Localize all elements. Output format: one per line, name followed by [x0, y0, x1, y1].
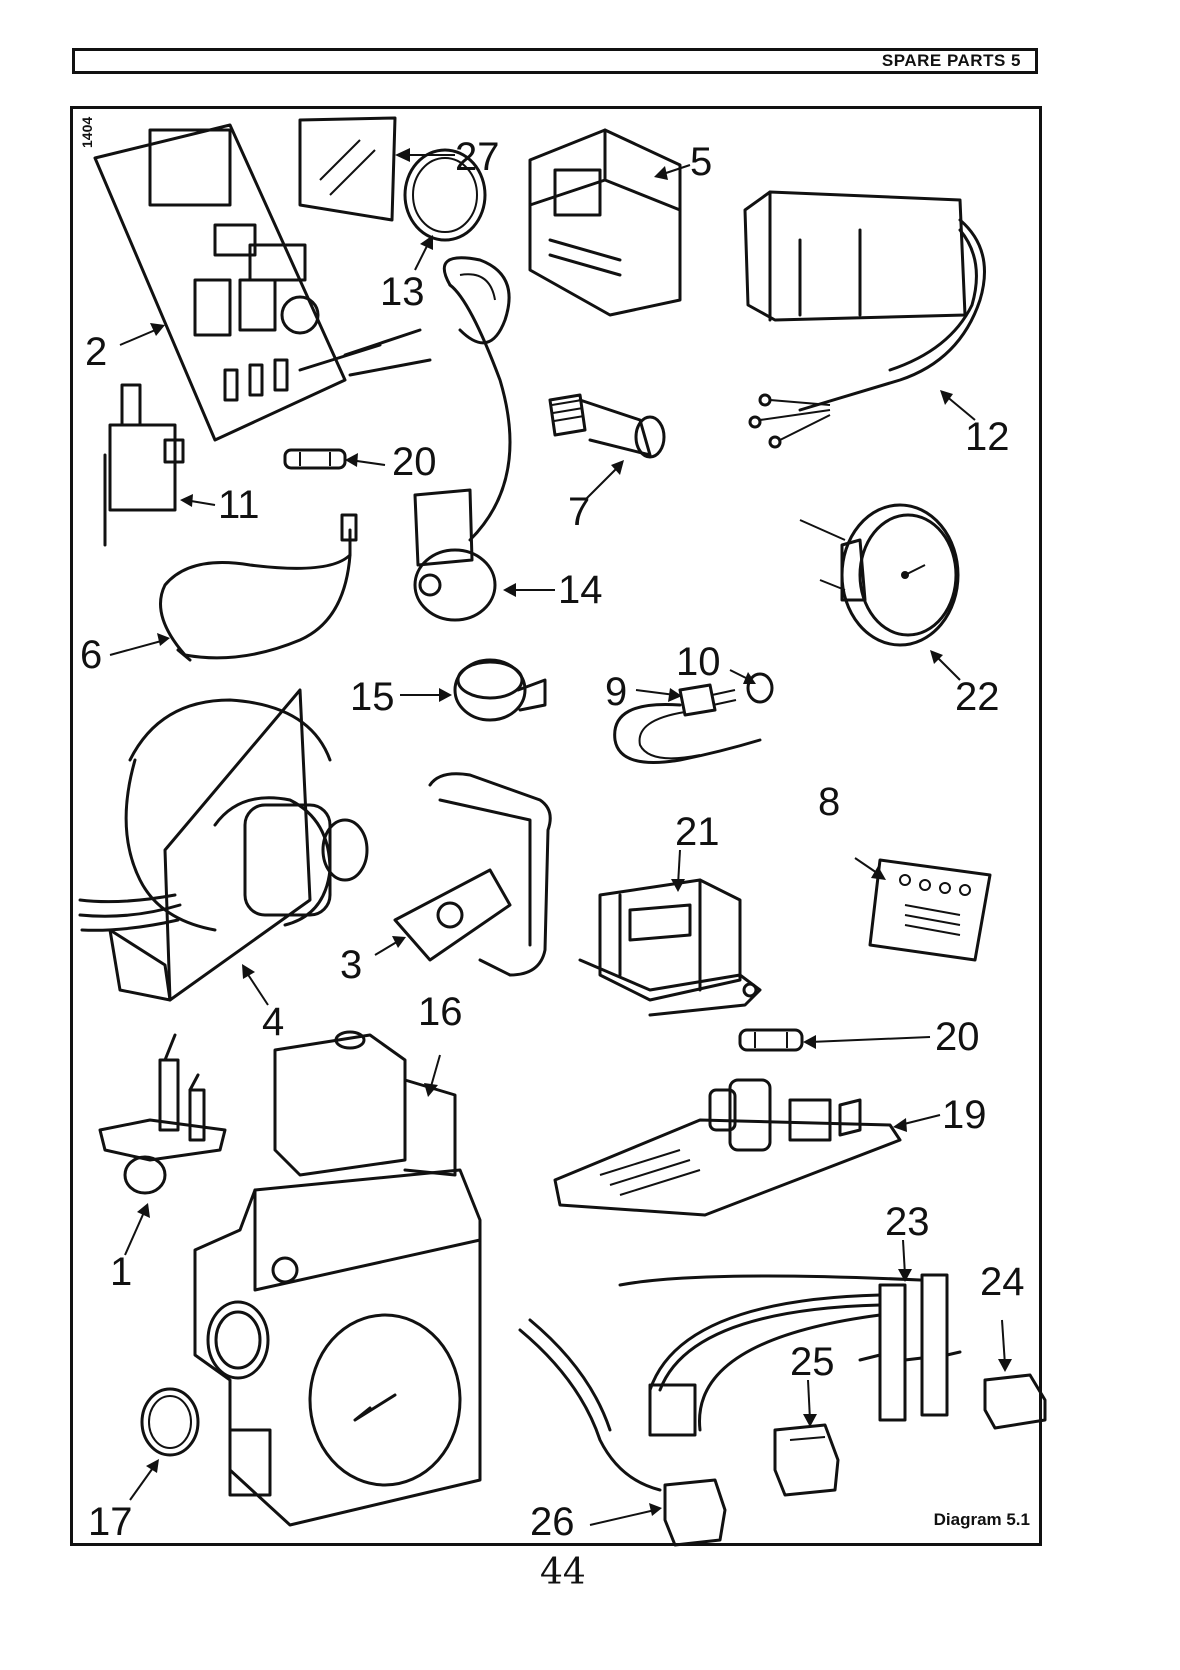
part-17-o-ring — [142, 1389, 198, 1455]
part-24-rocker-cap — [985, 1375, 1045, 1428]
part-1-electrode — [100, 1035, 225, 1193]
label-20a: 20 — [392, 440, 437, 484]
label-23: 23 — [885, 1200, 930, 1244]
label-25: 25 — [790, 1340, 835, 1384]
label-24: 24 — [980, 1260, 1025, 1304]
part-4-fan — [80, 690, 367, 1000]
label-7: 7 — [568, 490, 590, 534]
part-3-assembly — [395, 774, 550, 975]
part-21-transformer — [580, 880, 760, 1015]
ref-code: 1404 — [79, 117, 95, 148]
label-15: 15 — [350, 675, 395, 719]
part-7-sensor — [550, 395, 664, 457]
part-19-pcb — [555, 1080, 900, 1215]
part-20-fuse-top — [285, 450, 345, 468]
label-19: 19 — [942, 1093, 987, 1137]
part-12-ignition-unit — [745, 192, 985, 447]
part-25-rocker-switch — [775, 1425, 838, 1495]
part-15-thermostat — [455, 660, 545, 720]
page-number: 44 — [540, 1552, 586, 1593]
label-13: 13 — [380, 270, 425, 314]
label-14: 14 — [558, 568, 603, 612]
part-14-pressure-switch — [415, 258, 510, 620]
label-4: 4 — [262, 1000, 284, 1044]
part-5-relay — [530, 130, 680, 315]
part-16-gas-valve — [195, 1032, 480, 1525]
part-22-pressure-gauge — [800, 505, 958, 645]
label-1: 1 — [110, 1250, 132, 1294]
label-3: 3 — [340, 943, 362, 987]
part-27-window — [300, 118, 395, 220]
label-9: 9 — [605, 670, 627, 714]
label-17: 17 — [88, 1500, 133, 1544]
label-10: 10 — [676, 640, 721, 684]
label-5: 5 — [690, 140, 712, 184]
label-22: 22 — [955, 675, 1000, 719]
label-12: 12 — [965, 415, 1010, 459]
label-8: 8 — [818, 780, 840, 824]
label-21: 21 — [675, 810, 720, 854]
label-2: 2 — [85, 330, 107, 374]
part-9-sensor — [615, 685, 760, 763]
part-8-board — [870, 860, 990, 960]
part-20-fuse-bottom — [740, 1030, 802, 1050]
label-20b: 20 — [935, 1015, 980, 1059]
part-11-microswitch — [105, 385, 183, 545]
label-26: 26 — [530, 1500, 575, 1544]
label-6: 6 — [80, 633, 102, 677]
diagram-caption: Diagram 5.1 — [934, 1510, 1030, 1530]
label-16: 16 — [418, 990, 463, 1034]
part-6-lead — [161, 515, 357, 660]
label-27: 27 — [455, 135, 500, 179]
label-11: 11 — [218, 483, 260, 527]
